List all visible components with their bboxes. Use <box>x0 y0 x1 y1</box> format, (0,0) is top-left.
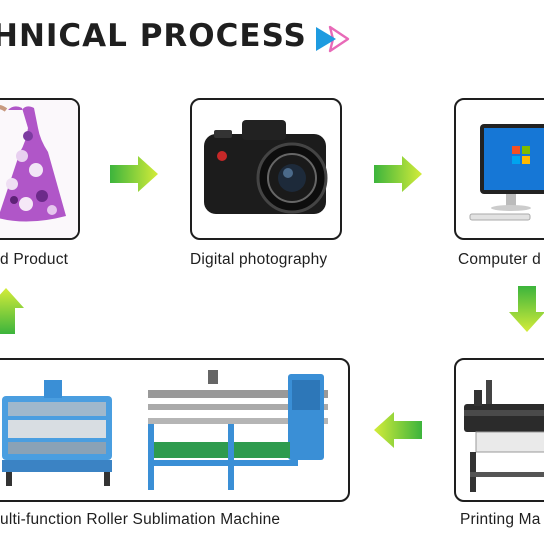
step-digital-photography-label: Digital photography <box>190 251 328 268</box>
chevron-right-icon <box>316 25 350 53</box>
step-computer-design-label: Computer d <box>458 251 541 268</box>
step-printing-machine-box <box>454 358 544 502</box>
step-finished-product-box <box>0 98 80 240</box>
camera-image <box>204 120 328 214</box>
arrow-down-icon <box>509 286 544 332</box>
step-finished-product-label: d Product <box>0 251 69 268</box>
step-printing-machine-label: Printing Ma <box>460 511 541 528</box>
step-computer-design-box <box>454 98 544 240</box>
roller-machine-image <box>2 370 328 490</box>
arrow-right-icon <box>110 156 158 192</box>
page-title: HNICAL PROCESS <box>0 18 307 54</box>
dress-product-image <box>0 100 78 238</box>
arrow-right-icon <box>374 156 422 192</box>
step-roller-sublimation-label: ulti-function Roller Sublimation Machine <box>0 511 281 528</box>
step-digital-photography-box <box>190 98 342 240</box>
arrow-left-icon <box>374 412 422 448</box>
step-roller-sublimation-box <box>0 358 350 502</box>
printer-image <box>464 380 544 492</box>
arrow-up-icon <box>0 288 24 334</box>
computer-image <box>469 124 544 221</box>
